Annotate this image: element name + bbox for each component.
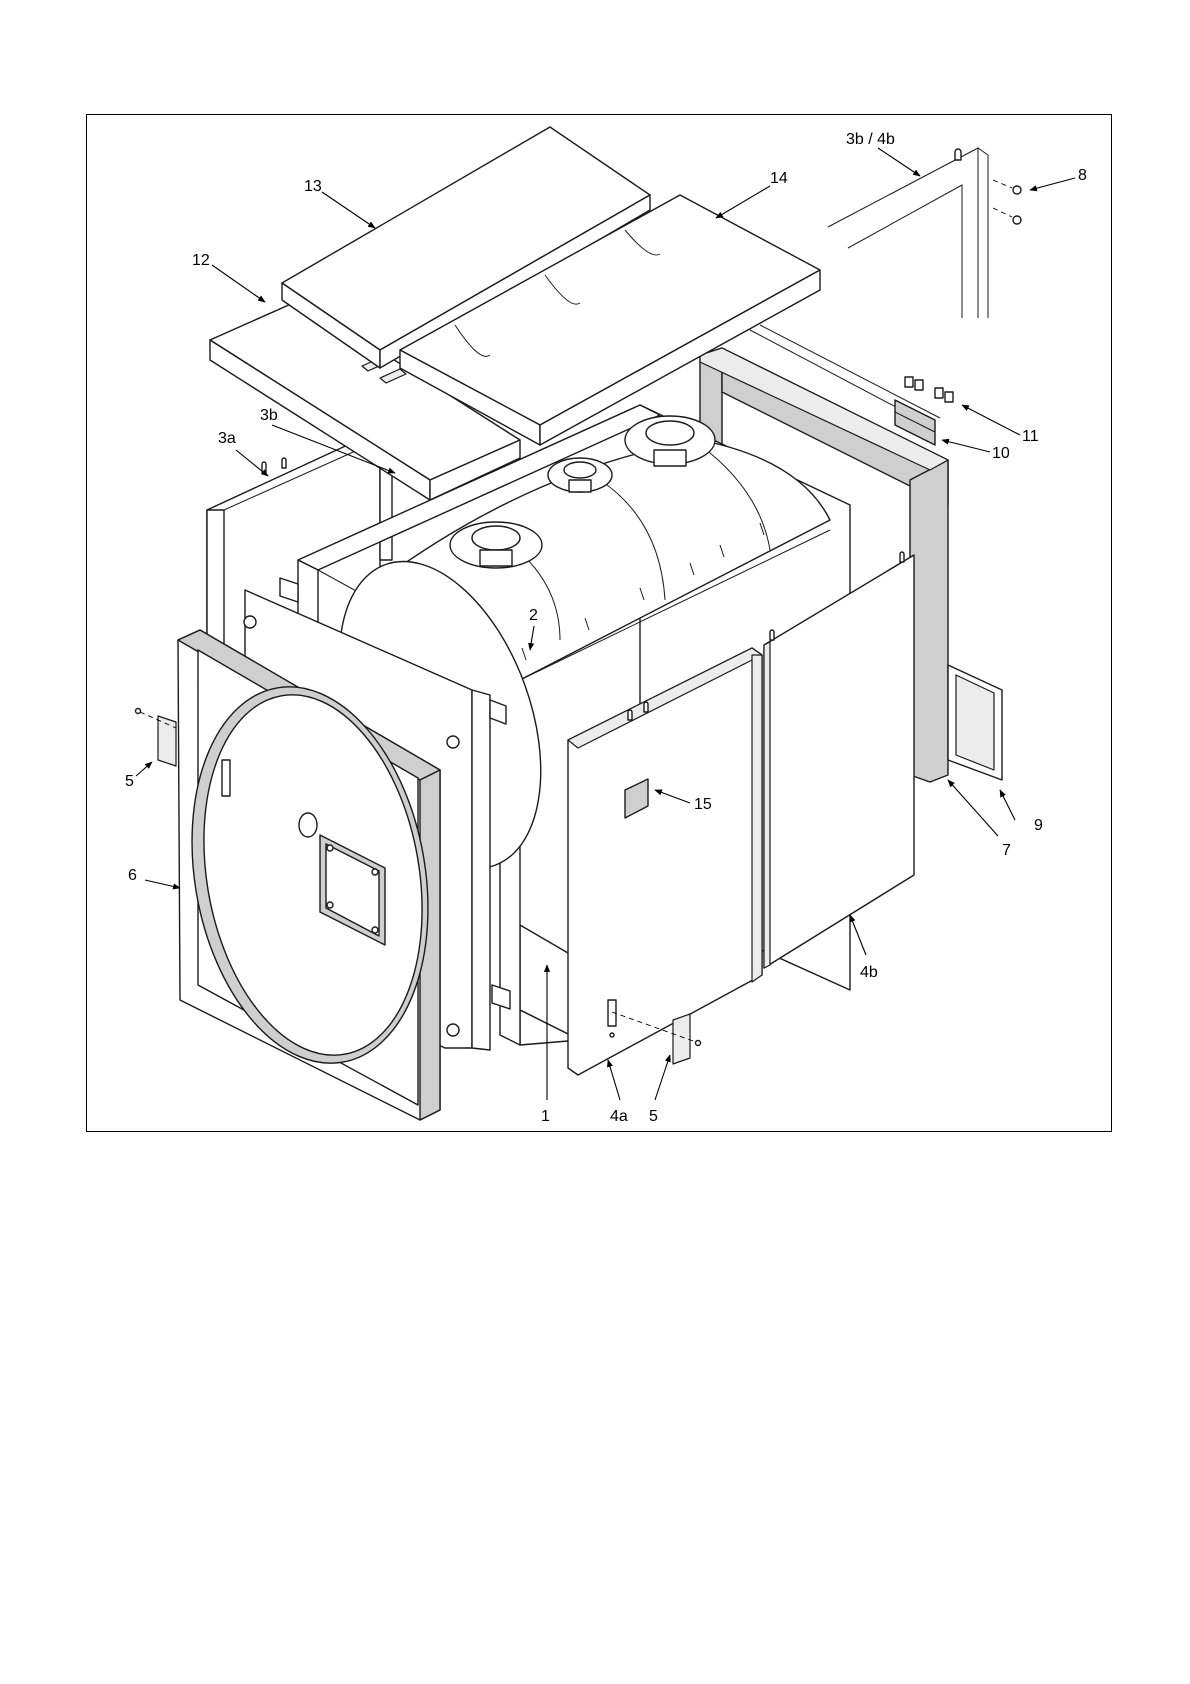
rear-frame-3b-4b xyxy=(828,148,988,318)
callout-5-bottom: 5 xyxy=(649,1108,658,1125)
callout-12: 12 xyxy=(192,252,210,269)
callout-10: 10 xyxy=(992,445,1010,462)
callout-6: 6 xyxy=(128,867,137,884)
screws-8 xyxy=(993,180,1021,224)
callout-11: 11 xyxy=(1022,428,1039,445)
callout-1: 1 xyxy=(541,1108,550,1125)
frame-clip-9 xyxy=(948,665,1002,780)
callout-4b: 4b xyxy=(860,964,878,981)
callout-8: 8 xyxy=(1078,167,1087,184)
callout-4a: 4a xyxy=(610,1108,628,1125)
side-panel-4a xyxy=(568,648,762,1075)
callout-5-left: 5 xyxy=(125,773,134,790)
callout-9: 9 xyxy=(1034,817,1043,834)
flange-middle xyxy=(548,458,612,492)
callout-3b: 3b xyxy=(260,407,278,424)
callout-15: 15 xyxy=(694,796,712,813)
flange-left xyxy=(450,522,542,568)
callout-3a: 3a xyxy=(218,430,236,447)
callout-3b-4b: 3b / 4b xyxy=(846,131,895,148)
callout-2: 2 xyxy=(529,607,538,624)
callout-14: 14 xyxy=(770,170,788,187)
callout-7: 7 xyxy=(1002,842,1011,859)
terminals-11 xyxy=(905,377,953,402)
hinge-5-left xyxy=(136,709,177,767)
callout-13: 13 xyxy=(304,178,322,195)
